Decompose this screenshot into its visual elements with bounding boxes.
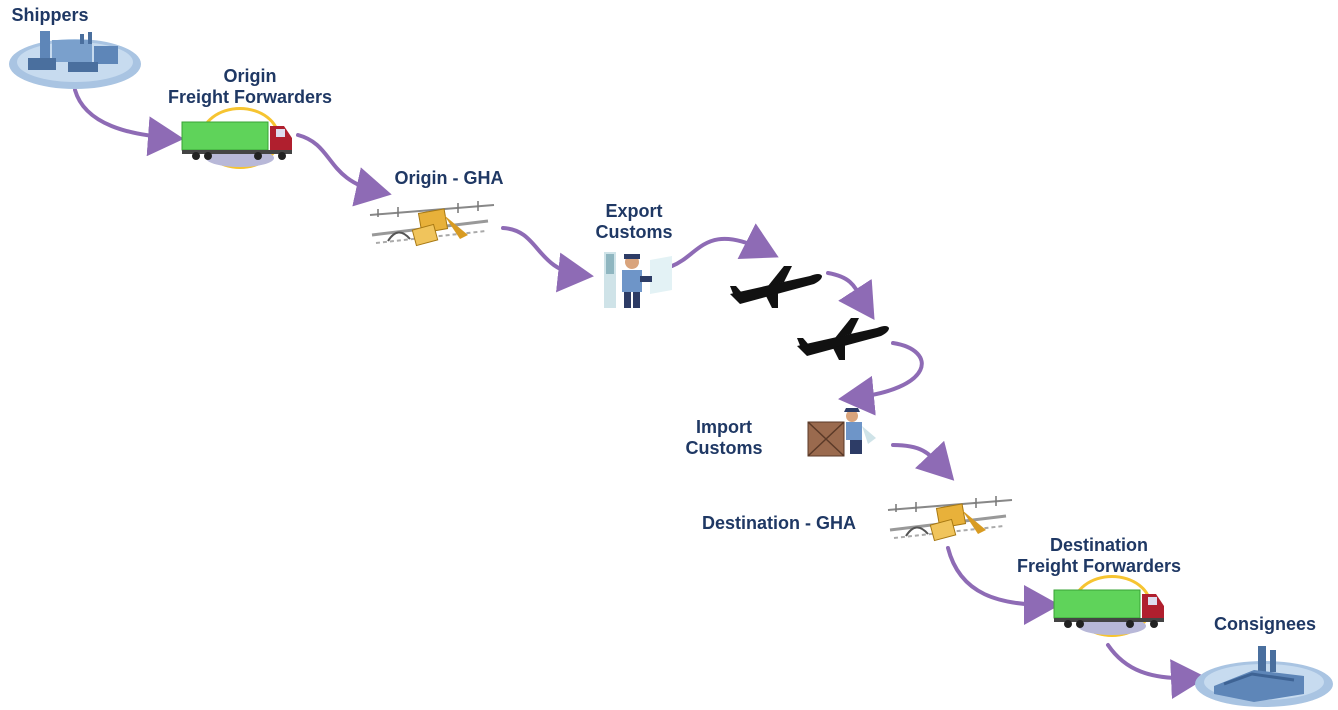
- flight-2-airplane-icon: [797, 318, 889, 360]
- arrow-export-customs-to-flight-1: [670, 223, 779, 268]
- export-customs-label: Export Customs: [595, 201, 673, 242]
- arrow-shippers-to-origin-ff: [73, 88, 184, 157]
- destination-gha-label: Destination - GHA: [701, 513, 857, 533]
- origin-ff-label: Origin Freight Forwarders: [167, 66, 333, 107]
- flight-1-airplane-icon: [730, 266, 822, 308]
- destination-gha-cargo-handling-icon: [887, 496, 1013, 542]
- arrow-flight-2-to-import-customs: [838, 341, 924, 416]
- origin-gha-cargo-handling-icon: [369, 201, 495, 247]
- arrow-destination-ff-to-consignees: [1106, 643, 1207, 700]
- import-customs-label: Import Customs: [685, 417, 763, 458]
- import-customs-inspection-icon: [807, 408, 876, 457]
- consignees-label: Consignees: [1213, 614, 1317, 634]
- origin-gha-label: Origin - GHA: [394, 168, 504, 188]
- destination-ff-truck-icon: [1053, 575, 1164, 637]
- destination-ff-label: Destination Freight Forwarders: [1016, 535, 1182, 576]
- arrow-origin-gha-to-export-customs: [501, 226, 594, 293]
- arrow-destination-gha-to-destination-ff: [946, 546, 1060, 625]
- origin-ff-truck-icon: [181, 107, 292, 169]
- arrow-origin-ff-to-origin-gha: [296, 133, 392, 207]
- arrow-import-customs-to-destination-gha: [891, 440, 955, 481]
- consignees-factory-icon: [1195, 646, 1333, 707]
- export-customs-officer-icon: [604, 252, 672, 308]
- shippers-factory-icon: [9, 31, 141, 89]
- shippers-label: Shippers: [11, 5, 89, 25]
- arrow-flight-1-to-flight-2: [826, 271, 875, 321]
